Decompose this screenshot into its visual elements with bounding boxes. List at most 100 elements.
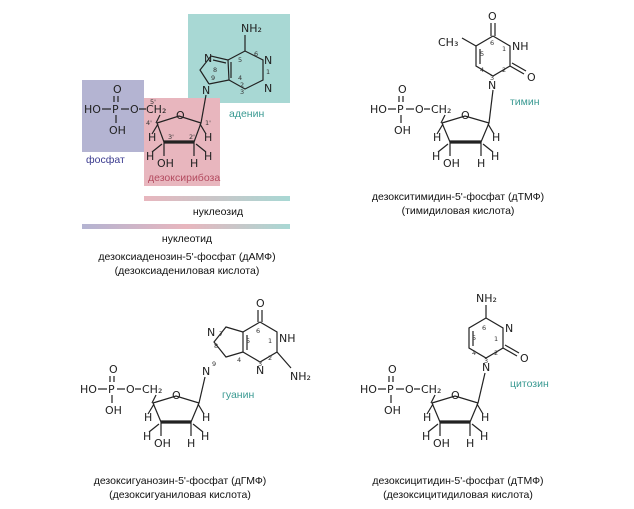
adenine-label: аденин (229, 108, 264, 120)
num: 6 (254, 50, 258, 58)
atom-ho: HO (80, 383, 97, 396)
atom-nh: NH (279, 332, 296, 345)
atom-h: H (466, 437, 474, 450)
num: 2 (240, 81, 244, 89)
atom-n: N (482, 361, 490, 374)
atom-h: H (423, 411, 431, 424)
damf-caption-1: дезоксиаденозин-5'-фосфат (дАМФ) (98, 251, 275, 263)
atom-n: N (488, 79, 496, 92)
num: 6 (490, 39, 494, 47)
atom-ch2: CH₂ (142, 383, 162, 396)
thymine-label: тимин (510, 96, 540, 108)
atom-h: H (146, 150, 154, 163)
atom-n: N (204, 52, 212, 65)
atom-n: N (202, 365, 210, 378)
atom-h: H (187, 437, 195, 450)
damf-structure: O HO P O OH CH₂ 5' O 4' 1' 3' 2' H H OH … (82, 14, 290, 277)
dtmf-caption-1: дезокситимидин-5'-фосфат (дТМФ) (372, 191, 544, 203)
num: 7 (219, 330, 223, 338)
atom-h: H (422, 430, 430, 443)
num: 2 (268, 354, 272, 362)
adenine-highlight-box (188, 14, 290, 103)
atom-h: H (481, 411, 489, 424)
atom-h: H (202, 411, 210, 424)
atom-nh2: NH₂ (476, 292, 497, 305)
atom-o: O (461, 109, 470, 122)
atom-h: H (204, 150, 212, 163)
atom-o: O (256, 297, 265, 310)
atom-o: O (405, 383, 414, 396)
atom-n: N (202, 84, 210, 97)
atom-o: O (415, 103, 424, 116)
atom-o: O (109, 363, 118, 376)
atom-h: H (201, 430, 209, 443)
num: 1' (205, 119, 211, 127)
atom-oh: OH (443, 157, 460, 170)
num: 3 (258, 360, 262, 368)
num: 9 (212, 360, 216, 368)
atom-h: H (492, 131, 500, 144)
num: 4 (472, 349, 476, 357)
atom-p: P (397, 103, 404, 116)
atom-p: P (387, 383, 394, 396)
num: 1 (494, 335, 498, 343)
num: 5 (480, 50, 484, 58)
atom-ho: HO (370, 103, 387, 116)
atom-oh: OH (433, 437, 450, 450)
atom-ch2: CH₂ (146, 103, 166, 116)
num: 3 (240, 88, 244, 96)
cytosine-label: цитозин (510, 378, 549, 390)
atom-o: O (126, 383, 135, 396)
num: 2 (502, 66, 506, 74)
damf-caption-2: (дезоксиадениловая кислота) (115, 265, 260, 277)
atom-o: O (113, 83, 122, 96)
atom-h: H (491, 150, 499, 163)
atom-h: H (144, 411, 152, 424)
num: 6 (482, 324, 486, 332)
atom-h: H (204, 131, 212, 144)
dgmf-caption-2: (дезоксигуаниловая кислота) (109, 489, 251, 501)
num: 9 (211, 74, 215, 82)
num: 3 (490, 74, 494, 82)
atom-n: N (256, 364, 264, 377)
num: 5 (246, 337, 250, 345)
guanine-label: гуанин (222, 389, 254, 401)
atom-n: N (264, 54, 272, 67)
num: 5' (150, 98, 156, 106)
atom-h: H (480, 430, 488, 443)
atom-o: O (176, 109, 185, 122)
nucleoside-label: нуклеозид (193, 206, 243, 218)
num: 8 (214, 342, 218, 350)
atom-n: N (505, 322, 513, 335)
atom-o: O (398, 83, 407, 96)
num: 2 (494, 349, 498, 357)
dtmf-structure: O 6 5 4 NH 1 2 O CH₃ N 3 тимин O HO P O … (370, 10, 544, 217)
nucleotide-label: нуклеотид (162, 233, 212, 245)
dgmf-caption-1: дезоксигуанозин-5'-фосфат (дГМФ) (94, 475, 267, 487)
atom-o: O (388, 363, 397, 376)
atom-p: P (108, 383, 115, 396)
phosphate-label: фосфат (86, 154, 125, 166)
atom-oh: OH (384, 404, 401, 417)
atom-p: P (112, 103, 119, 116)
num: 1 (268, 337, 272, 345)
atom-ch3: CH₃ (438, 36, 458, 49)
num: 4' (146, 119, 152, 127)
atom-oh: OH (105, 404, 122, 417)
atom-n: N (264, 82, 272, 95)
dcmf-caption-1: дезоксицитидин-5'-фосфат (дТМФ) (372, 475, 543, 487)
dcmf-structure: NH₂ 6 5 N 1 2 O N 3 4 цитозин O HO P O O… (360, 292, 549, 501)
dgmf-structure: O 6 5 NH 1 2 NH₂ N 3 4 N 7 8 N 9 гуанин … (80, 297, 311, 501)
num: 4 (238, 74, 242, 82)
nucleoside-bar (144, 196, 290, 201)
atom-o: O (527, 71, 536, 84)
num: 2' (189, 133, 195, 141)
atom-ho: HO (360, 383, 377, 396)
atom-nh2: NH₂ (290, 370, 311, 383)
atom-h: H (433, 131, 441, 144)
num: 3 (484, 357, 488, 365)
num: 1 (266, 68, 270, 76)
atom-nh2: NH₂ (241, 22, 262, 35)
nucleotide-bar (82, 224, 290, 229)
atom-o: O (520, 352, 529, 365)
